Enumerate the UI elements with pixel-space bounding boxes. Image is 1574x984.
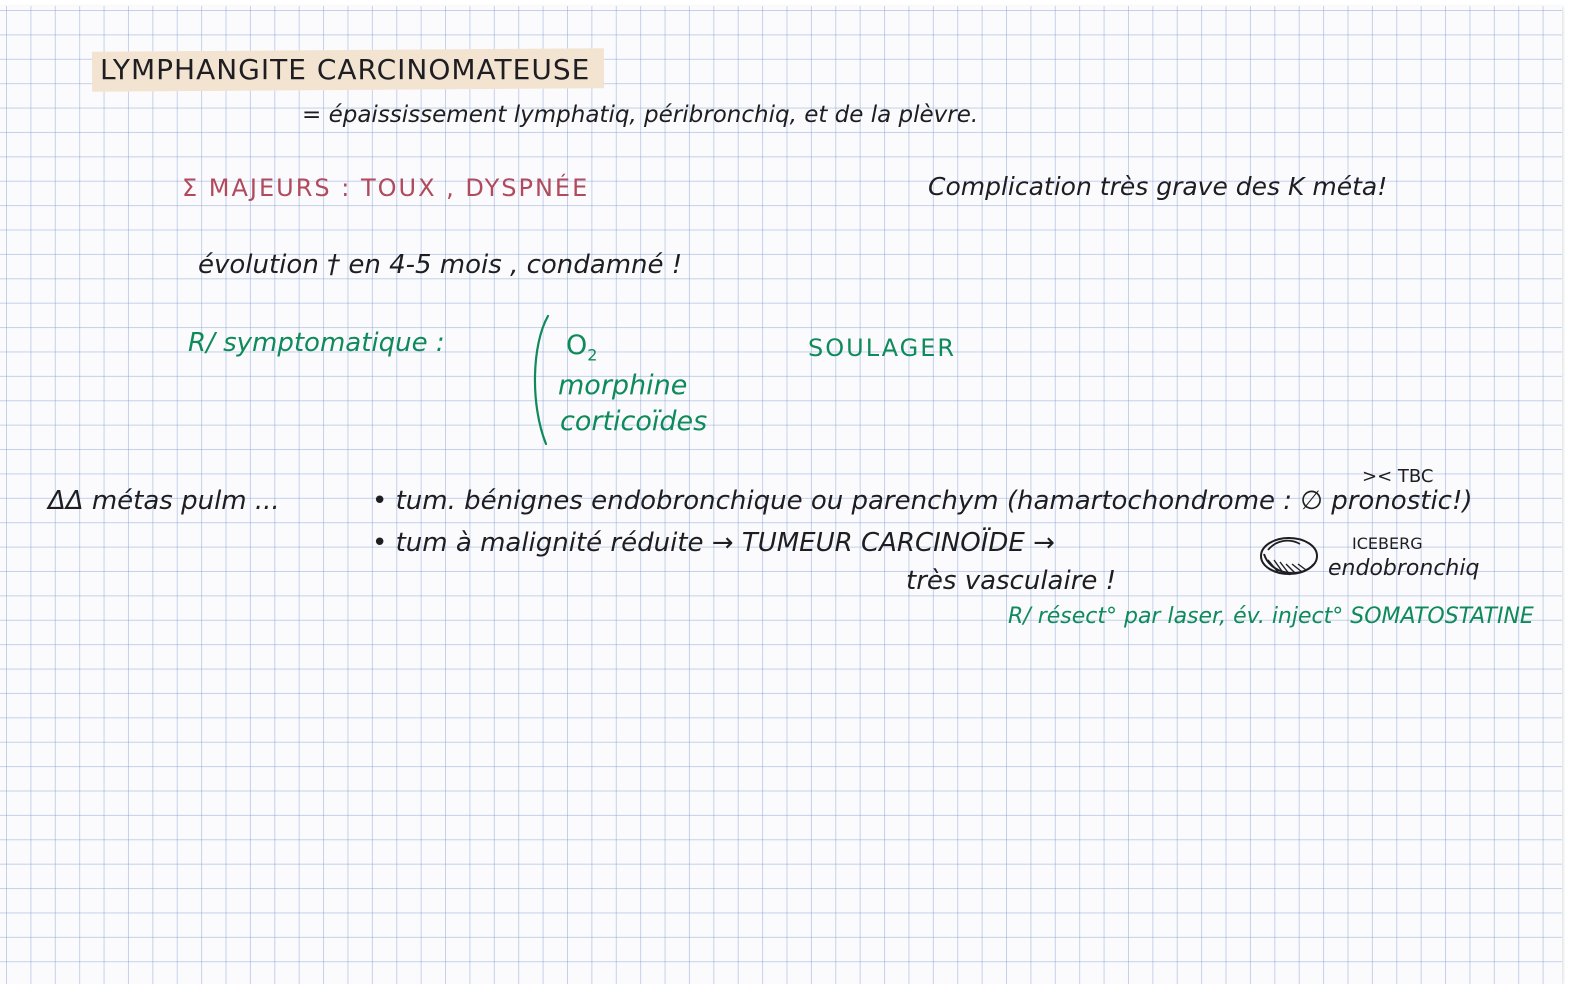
grid-paper-card bbox=[0, 6, 1562, 984]
carcinoid-treatment: R/ résect° par laser, év. inject° SOMATO… bbox=[1008, 604, 1534, 629]
tbc-note: >< TBC bbox=[1362, 466, 1434, 487]
major-signs: Σ MAJEURS : TOUX , DYSPNÉE bbox=[182, 174, 590, 202]
treatment-goal: SOULAGER bbox=[808, 334, 957, 362]
iceberg-label: ICEBERG bbox=[1352, 534, 1423, 553]
differential-bullet-benign: • tum. bénignes endobronchique ou parenc… bbox=[372, 486, 1473, 516]
definition-line: = épaississement lymphatiq, péribronchiq… bbox=[302, 102, 979, 128]
differential-bullet-carcinoid: • tum à malignité réduite → TUMEUR CARCI… bbox=[372, 528, 1055, 558]
differential-label: ΔΔ métas pulm ... bbox=[48, 486, 280, 516]
treatment-morphine: morphine bbox=[558, 370, 688, 401]
iceberg-sublabel: endobronchiq bbox=[1328, 556, 1480, 581]
treatment-corticoids: corticoïdes bbox=[560, 406, 708, 437]
treatment-oxygen: O2 bbox=[566, 330, 598, 365]
evolution-line: évolution † en 4-5 mois , condamné ! bbox=[198, 250, 683, 280]
vascular-note: très vasculaire ! bbox=[906, 566, 1117, 596]
page-title: LYMPHANGITE CARCINOMATEUSE bbox=[100, 53, 591, 86]
treatment-label: R/ symptomatique : bbox=[188, 328, 445, 358]
iceberg-icon bbox=[1260, 537, 1318, 576]
brace-icon bbox=[533, 314, 550, 446]
complication-note: Complication très grave des K méta! bbox=[928, 172, 1388, 201]
